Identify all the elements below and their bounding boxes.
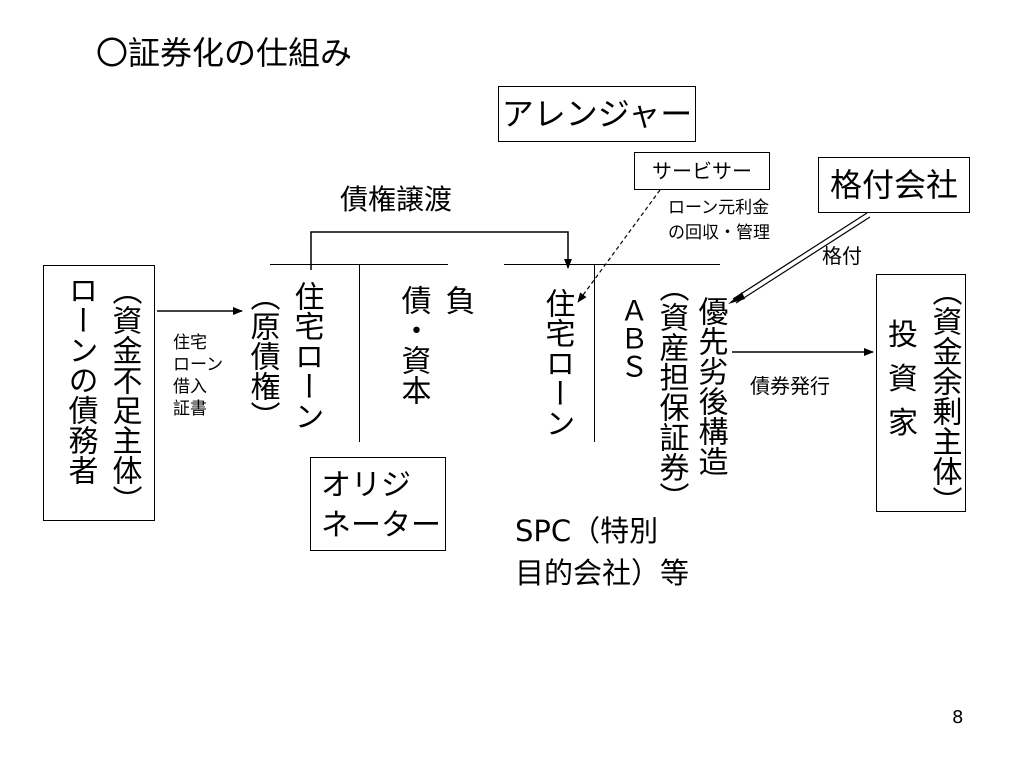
originator-box: オリジ ネーター — [310, 457, 446, 551]
originator-balance-divider — [359, 264, 360, 442]
spc-label-line: SPC（特別 — [515, 514, 659, 548]
collection-label-line: の回収・管理 — [668, 223, 770, 243]
investor-name-char: 家 — [888, 406, 918, 441]
originator-loan-note: （原債権） — [244, 281, 280, 431]
senior-structure-label: 優先劣後構造 — [692, 296, 728, 476]
servicer-arrow — [577, 189, 661, 303]
originator-liabilities-line: 債・資本 — [395, 285, 431, 405]
investor-name: 投 資 家 — [888, 310, 918, 442]
servicer-box: サービサー — [634, 152, 770, 190]
investor-box — [876, 274, 966, 512]
assignment-arrow — [310, 231, 572, 270]
abs-label: ＡＢＳ — [616, 296, 648, 380]
note-label-line: 証書 — [173, 399, 207, 419]
originator-liabilities: 債・資本 負 — [395, 285, 475, 405]
abs-note: （資産担保証券） — [653, 272, 689, 512]
note-label-line: 借入 — [173, 377, 207, 397]
rating-agency-box: 格付会社 — [818, 157, 970, 213]
originator-loan: 住宅ローン — [288, 281, 324, 431]
spc-balance-line — [504, 264, 720, 265]
debtor-box — [43, 265, 155, 521]
spc-label: SPC（特別 目的会社）等 — [515, 510, 689, 594]
debtor-name: ローンの債務者 — [62, 275, 98, 485]
rating-arrow — [732, 212, 868, 300]
rating-label: 格付 — [822, 244, 862, 268]
originator-liabilities-line: 負 — [439, 285, 475, 315]
arranger-box: アレンジャー — [498, 86, 696, 142]
debtor-label: ローンの債務者 （資金不足主体） — [62, 275, 142, 515]
originator-line: ネーター — [321, 508, 441, 543]
page-number: 8 — [952, 707, 964, 728]
spc-loan: 住宅ローン — [539, 288, 575, 438]
page-title: 〇証券化の仕組み — [96, 34, 353, 72]
collection-label-line: ローン元利金 — [668, 198, 770, 218]
note-label: 住宅 ローン 借入 証書 — [173, 332, 223, 420]
investor-name-char: 資 — [888, 362, 918, 397]
investor-role: （資金余剰主体） — [926, 276, 962, 516]
originator-line: オリジ — [321, 468, 411, 503]
investor-name-char: 投 — [888, 318, 918, 353]
debtor-role: （資金不足主体） — [106, 275, 142, 515]
collection-label: ローン元利金 の回収・管理 — [668, 196, 770, 246]
bond-issue-label: 債券発行 — [750, 374, 830, 398]
note-label-line: 住宅 — [173, 333, 207, 353]
originator-assets: （原債権） 住宅ローン — [244, 281, 324, 431]
note-label-line: ローン — [173, 355, 224, 375]
spc-label-line: 目的会社）等 — [515, 556, 690, 590]
assignment-label: 債権譲渡 — [340, 183, 453, 216]
spc-balance-divider — [594, 264, 595, 442]
